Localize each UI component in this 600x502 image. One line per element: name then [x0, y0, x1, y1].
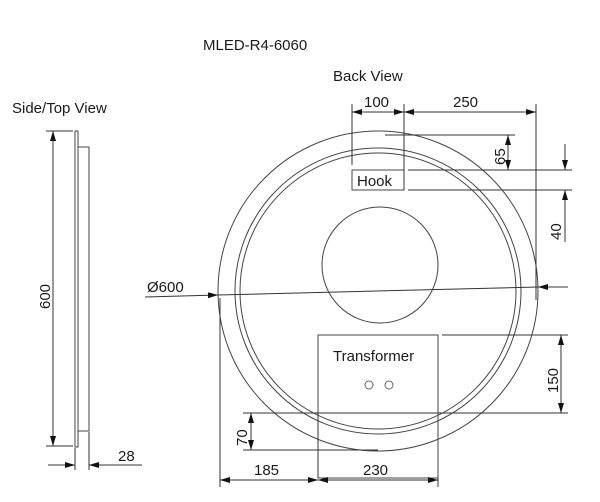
- led-ring-outer: [234, 147, 522, 435]
- back-view: Back View Ø600 Hook 100 250 65 40: [144, 68, 572, 487]
- hook-offset-dim: 250: [453, 94, 478, 111]
- outer-rim: [217, 130, 539, 452]
- diameter-dim: Ø600: [147, 279, 184, 296]
- side-view-label: Side/Top View: [12, 100, 107, 117]
- transformer-height-dim: 150: [545, 368, 562, 393]
- side-view: Side/Top View 600 28: [12, 100, 142, 470]
- transformer-port-right: [384, 380, 394, 390]
- center-disc: [321, 206, 439, 324]
- hook-width-dim: 100: [364, 94, 389, 111]
- transformer-port-left: [364, 380, 374, 390]
- transformer-left-offset-dim: 185: [254, 462, 279, 479]
- back-view-label: Back View: [333, 68, 403, 85]
- transformer-label: Transformer: [333, 348, 414, 365]
- transformer-width-dim: 230: [363, 462, 388, 479]
- hook-height-dim: 40: [548, 223, 565, 240]
- model-title: MLED-R4-6060: [203, 37, 307, 54]
- side-height-dim: 600: [37, 284, 54, 309]
- side-depth-dim: 28: [118, 448, 135, 465]
- hook-top-offset-dim: 65: [492, 148, 509, 165]
- hook-label: Hook: [357, 173, 393, 190]
- back-frame: [77, 146, 90, 432]
- led-ring-inner: [239, 152, 517, 430]
- transformer-bottom-offset-dim: 70: [234, 429, 251, 446]
